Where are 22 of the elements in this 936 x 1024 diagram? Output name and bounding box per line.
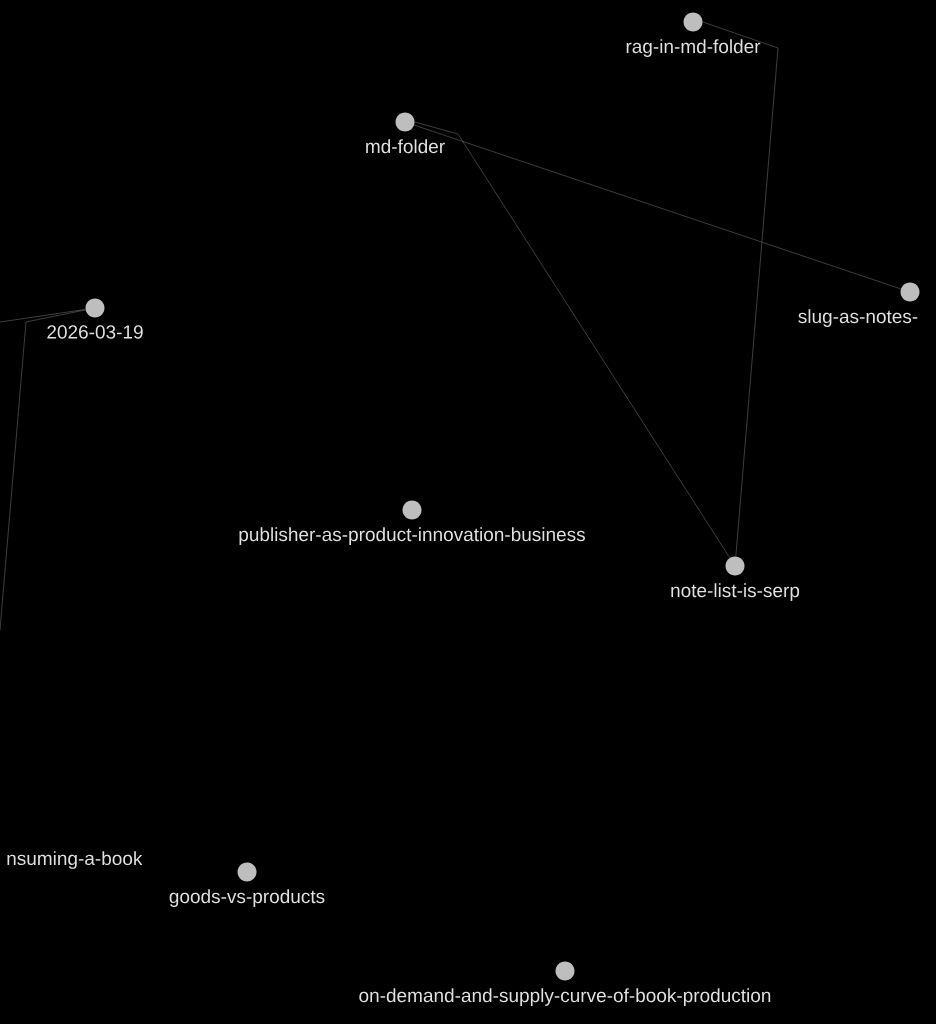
edge-line <box>702 21 779 557</box>
node-label: nsuming-a-book <box>7 851 143 869</box>
graph-node: md-folder <box>366 112 445 154</box>
node-label: note-list-is-serp <box>671 583 800 601</box>
graph-node: note-list-is-serp <box>671 556 800 601</box>
node-label: rag-in-md-folder <box>626 39 761 57</box>
edge-line <box>413 124 902 290</box>
node-label: 2026-03-19 <box>47 325 143 339</box>
graph-node: publisher-as-product-innovation-business <box>239 500 585 545</box>
node-label: on-demand-and-supply-curve-of-book-production <box>359 988 771 1006</box>
graph-node: rag-in-md-folder <box>626 12 761 57</box>
graph-node: on-demand-and-supply-curve-of-book-production <box>359 961 771 1006</box>
edge-line <box>0 309 86 323</box>
graph-node: goods-vs-products <box>169 862 325 907</box>
node-label: goods-vs-products <box>169 889 325 907</box>
edge-line <box>0 309 86 631</box>
graph-node: 2026-03-19 <box>47 298 143 339</box>
graph-node: slug-as-notes- <box>798 282 920 327</box>
edge-line <box>414 121 731 559</box>
node-label: md-folder <box>366 139 445 154</box>
node-label: publisher-as-product-innovation-business <box>239 527 585 545</box>
node-label: slug-as-notes- <box>798 309 918 327</box>
